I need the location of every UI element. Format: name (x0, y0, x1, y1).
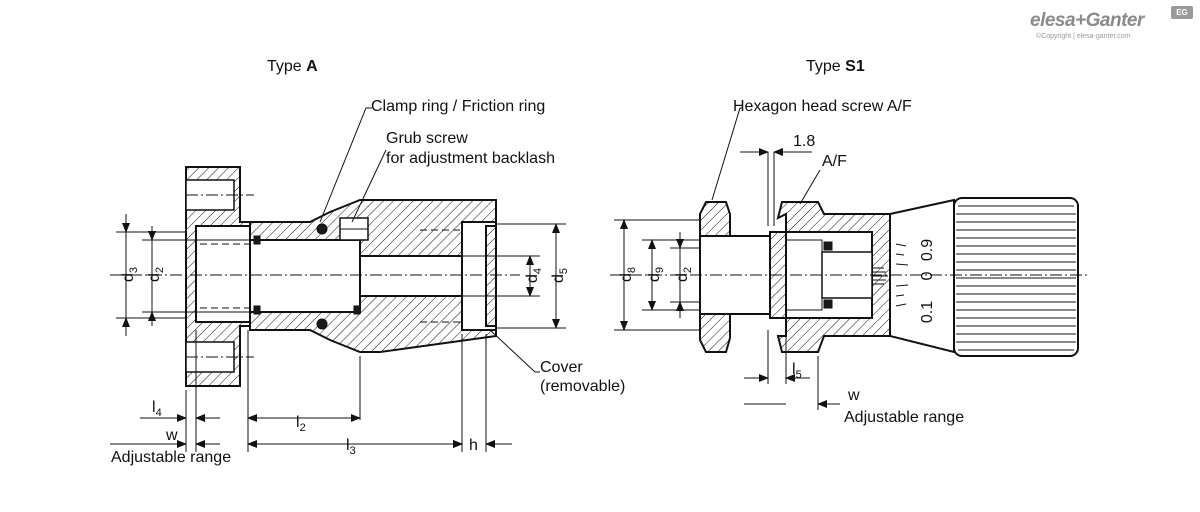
dim-l4: l4 (152, 399, 162, 419)
dim-d2: d2 (146, 267, 166, 282)
elesa-ganter-logo: elesa+Ganter ©Copyright | elesa-ganter.c… (1030, 6, 1195, 42)
dim-d9: d9 (646, 267, 666, 282)
dim-d5: d5 (550, 268, 570, 283)
dim-d3: d3 (120, 267, 140, 282)
type-a-title: Type A (267, 58, 318, 75)
type-a-flange (185, 166, 251, 387)
logo-badge: EG (1171, 6, 1193, 19)
label-cover: Cover (540, 359, 583, 376)
dim-l2: l2 (296, 414, 306, 434)
label-clamp-ring: Clamp ring / Friction ring (371, 98, 545, 115)
dim-d2-s1: d2 (674, 267, 694, 282)
label-adjustable-range-s1: Adjustable range (844, 409, 964, 426)
type-a-bore (249, 239, 361, 313)
label-hexagon-screw: Hexagon head screw A/F (733, 98, 912, 115)
logo-copyright: ©Copyright | elesa-ganter.com (1036, 33, 1131, 40)
dim-h: h (469, 437, 478, 454)
scale-label-09: 0.9 (919, 239, 936, 261)
s1-scale-ticks (872, 243, 909, 307)
scale-label-01: 0.1 (919, 301, 936, 323)
clamp-ring-bottom (316, 318, 328, 330)
label-adjustable-range-a: Adjustable range (111, 449, 231, 466)
s1-knurl-pattern (956, 205, 1076, 351)
dim-1-8: 1.8 (793, 133, 815, 150)
label-cover-2: (removable) (540, 378, 625, 395)
scale-label-0: 0 (919, 271, 936, 280)
dim-w-a: w (165, 427, 178, 444)
logo-text: elesa+Ganter (1030, 10, 1144, 31)
dim-l5: l5 (792, 361, 802, 381)
clamp-ring-top (316, 223, 328, 235)
dim-d8: d8 (618, 267, 638, 282)
dim-w-s1: w (847, 387, 860, 404)
type-s1-drawing: Type S1 0.9 0 0.1 (610, 58, 1090, 426)
label-grub-screw-2: for adjustment backlash (386, 150, 555, 167)
dim-l3: l3 (346, 437, 356, 457)
type-a-drawing: Type A Clamp (110, 58, 625, 466)
type-s1-title: Type S1 (806, 58, 865, 75)
label-grub-screw: Grub screw (386, 130, 468, 147)
dim-d4: d4 (524, 268, 544, 283)
label-af: A/F (822, 153, 847, 170)
